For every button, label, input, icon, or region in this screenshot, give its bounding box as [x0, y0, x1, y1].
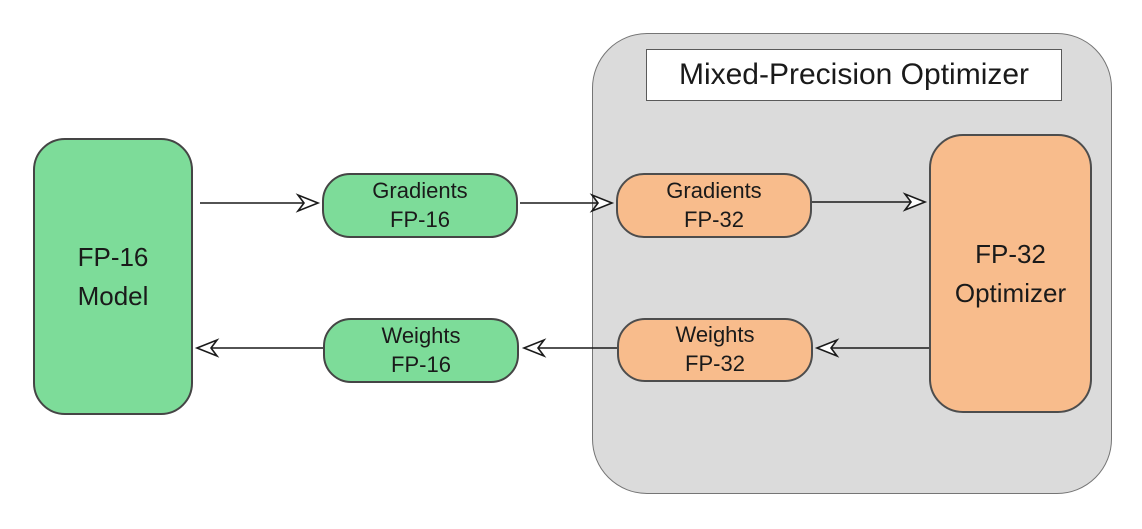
node-fp32-optimizer-line1: FP-32 [975, 238, 1046, 269]
node-weights-fp16-line2: FP-16 [391, 351, 451, 377]
node-gradients-fp16: Gradients FP-16 [322, 173, 518, 238]
node-gradients-fp32-line2: FP-32 [684, 206, 744, 232]
node-weights-fp32-line1: Weights [675, 322, 755, 348]
node-weights-fp32-line2: FP-32 [685, 351, 745, 376]
node-fp16-model: FP-16 Model [33, 138, 193, 415]
node-fp16-model-line1: FP-16 [77, 241, 149, 272]
node-gradients-fp16-line2: FP-16 [390, 206, 450, 232]
node-gradients-fp16-line1: Gradients [372, 177, 468, 203]
node-weights-fp32: Weights FP-32 [617, 318, 813, 382]
diagram-title: Mixed-Precision Optimizer [646, 49, 1062, 101]
node-weights-fp16: Weights FP-16 [323, 318, 519, 383]
node-fp32-optimizer: FP-32 Optimizer [929, 134, 1092, 413]
node-gradients-fp32-line1: Gradients [666, 177, 762, 203]
arrow-model-to-gradients-fp16 [200, 193, 321, 213]
node-fp32-optimizer-line2: Optimizer [954, 277, 1067, 308]
node-weights-fp16-line1: Weights [381, 322, 461, 348]
arrow-weights-fp16-to-model [194, 338, 323, 358]
node-fp16-model-line2: Model [77, 280, 149, 311]
diagram-title-label: Mixed-Precision Optimizer [678, 58, 1030, 91]
node-gradients-fp32: Gradients FP-32 [616, 173, 812, 238]
